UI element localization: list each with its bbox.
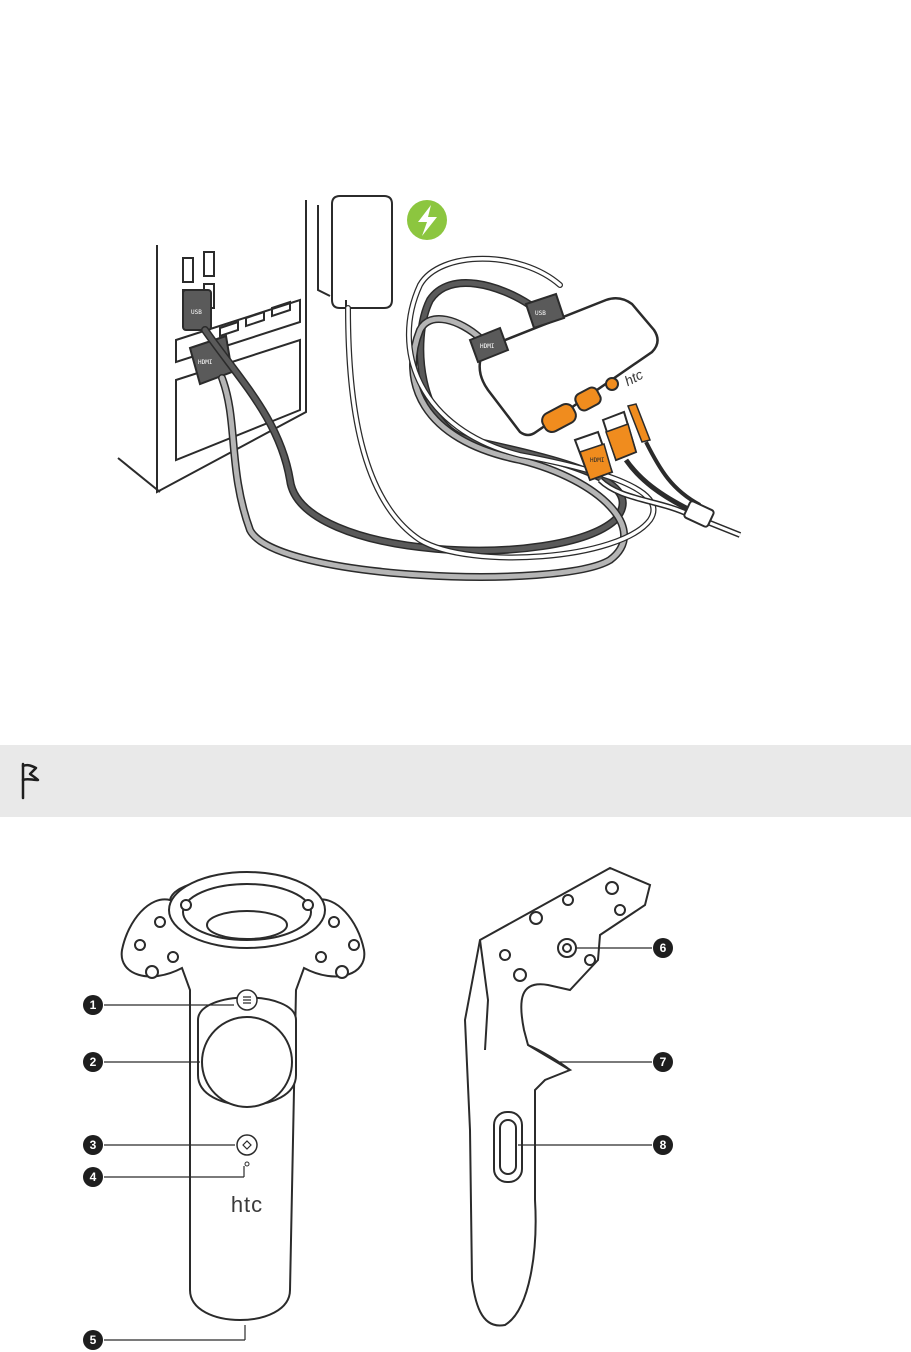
controller-brand: htc	[231, 1192, 263, 1217]
svg-text:7: 7	[660, 1055, 667, 1069]
link-box-setup-illustration: USB HDMI HDMI USB htc	[0, 0, 911, 620]
note-bar	[0, 745, 911, 817]
svg-text:2: 2	[90, 1055, 97, 1069]
callout-3: 3	[83, 1135, 103, 1155]
callout-4: 4	[83, 1167, 103, 1187]
callout-6: 6	[653, 938, 673, 958]
callout-lines	[104, 948, 652, 1340]
svg-text:3: 3	[90, 1138, 97, 1152]
controller-diagram: htc 1 2	[0, 820, 911, 1352]
callout-7: 7	[653, 1052, 673, 1072]
callout-8: 8	[653, 1135, 673, 1155]
pc-usb-plug: USB	[183, 290, 211, 330]
svg-text:1: 1	[90, 998, 97, 1012]
menu-button	[237, 990, 257, 1010]
link-box-usb-label: USB	[535, 310, 546, 317]
svg-text:4: 4	[90, 1170, 97, 1184]
controller-side-view	[465, 868, 650, 1326]
status-light	[245, 1162, 249, 1166]
headset-hdmi-label: HDMI	[590, 457, 605, 464]
cables	[205, 259, 653, 577]
link-box: HDMI USB htc	[470, 294, 658, 435]
callout-2: 2	[83, 1052, 103, 1072]
system-button	[237, 1135, 257, 1155]
svg-text:8: 8	[660, 1138, 667, 1152]
flag-icon	[14, 758, 44, 804]
lightning-bolt-icon	[407, 200, 447, 240]
pc-hdmi-label: HDMI	[198, 359, 213, 366]
controller-front-view	[122, 872, 365, 1320]
power-adapter	[332, 196, 392, 308]
headset-plugs: HDMI	[575, 404, 740, 535]
link-box-hdmi-label: HDMI	[480, 343, 495, 350]
pc-usb-label: USB	[191, 309, 202, 316]
callout-5: 5	[83, 1330, 103, 1350]
svg-text:6: 6	[660, 941, 667, 955]
callout-1: 1	[83, 995, 103, 1015]
svg-text:5: 5	[90, 1333, 97, 1347]
